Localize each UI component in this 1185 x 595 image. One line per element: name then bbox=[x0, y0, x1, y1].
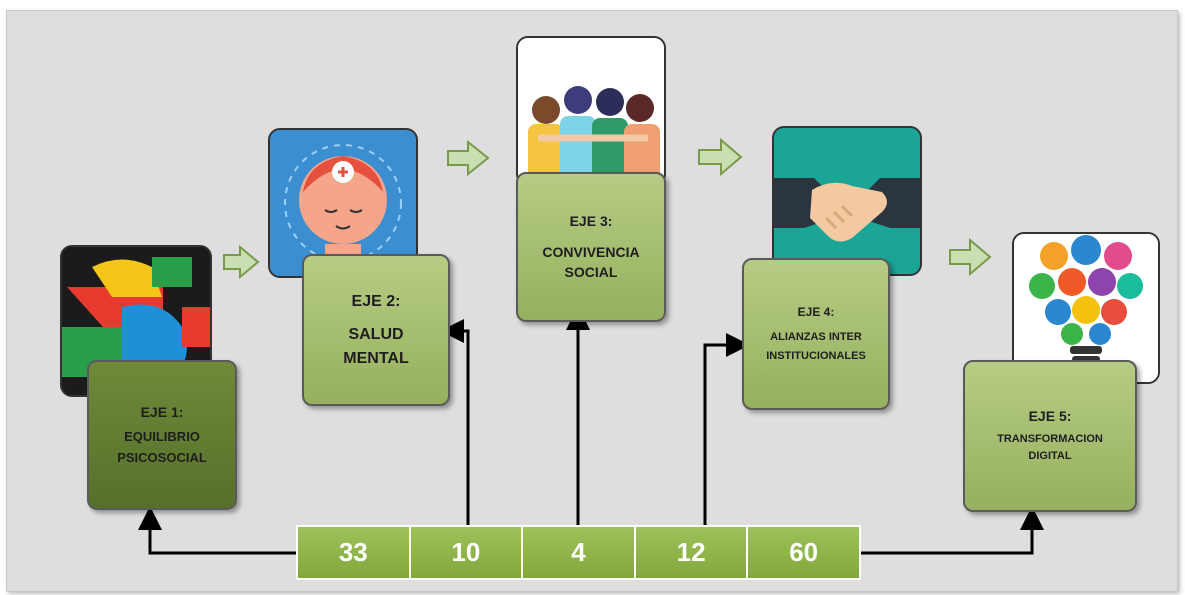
eje-5-box: EJE 5: TRANSFORMACION DIGITAL bbox=[963, 360, 1137, 512]
eje-1-line: EQUILIBRIO bbox=[124, 428, 200, 444]
mental-health-image bbox=[268, 128, 418, 278]
eje-4-line: INSTITUCIONALES bbox=[766, 350, 866, 363]
eje-3-line: CONVIVENCIA bbox=[542, 243, 640, 260]
count-eje-3: 4 bbox=[523, 527, 636, 578]
arrow-right-icon bbox=[447, 140, 490, 176]
eje-2-box: EJE 2: SALUD MENTAL bbox=[302, 254, 450, 406]
friends-group-image bbox=[516, 36, 666, 186]
eje-5-line: TRANSFORMACION bbox=[997, 433, 1103, 446]
eje-3-line: SOCIAL bbox=[564, 264, 618, 281]
counts-bar: 33 10 4 12 60 bbox=[296, 525, 861, 580]
count-eje-1: 33 bbox=[298, 527, 411, 578]
count-eje-5: 60 bbox=[748, 527, 859, 578]
eje-2-line: SALUD bbox=[348, 326, 404, 344]
eje-3-title: EJE 3: bbox=[569, 212, 613, 229]
eje-4-box: EJE 4: ALIANZAS INTER INSTITUCIONALES bbox=[742, 258, 890, 410]
eje-1-title: EJE 1: bbox=[140, 404, 184, 420]
count-eje-4: 12 bbox=[635, 527, 749, 578]
eje-5-line: DIGITAL bbox=[1028, 450, 1072, 463]
eje-4-line: ALIANZAS INTER bbox=[770, 331, 862, 343]
eje-1-line: PSICOSOCIAL bbox=[117, 450, 207, 466]
eje-2-line: MENTAL bbox=[343, 349, 409, 367]
digital-bulb-image bbox=[1012, 232, 1160, 384]
handshake-image bbox=[772, 126, 922, 276]
eje-4-title: EJE 4: bbox=[797, 304, 835, 319]
eje-5-title: EJE 5: bbox=[1028, 408, 1072, 425]
puzzle-head-image bbox=[60, 245, 212, 397]
eje-3-box: EJE 3: CONVIVENCIA SOCIAL bbox=[516, 172, 666, 322]
arrow-right-icon bbox=[698, 138, 743, 176]
count-eje-2: 10 bbox=[410, 527, 524, 578]
eje-2-title: EJE 2: bbox=[351, 293, 401, 311]
arrow-right-icon bbox=[949, 238, 992, 276]
arrow-right-icon bbox=[223, 245, 260, 279]
eje-1-box: EJE 1: EQUILIBRIO PSICOSOCIAL bbox=[87, 360, 237, 510]
